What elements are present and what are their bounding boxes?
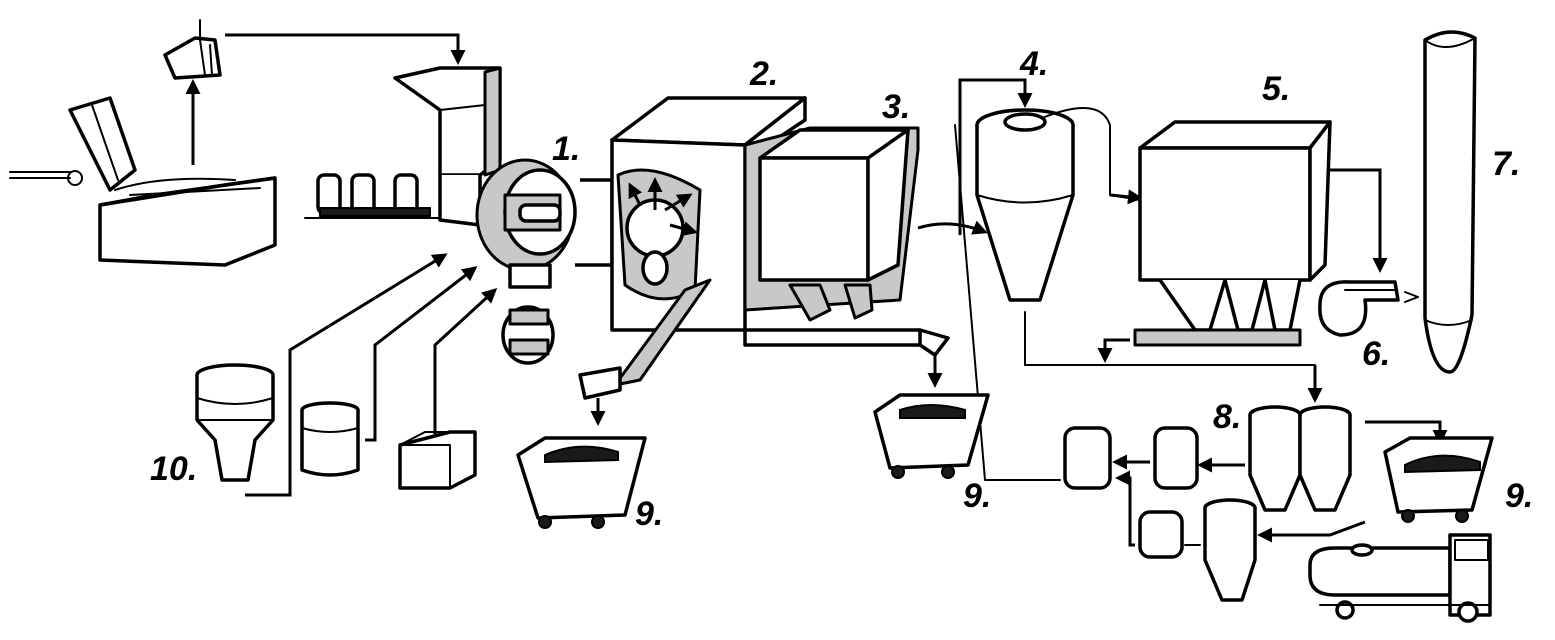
additive-drum [300,401,360,477]
baghouse-filter [1097,120,1388,363]
cooler-to-cyclone-arrow [917,220,988,235]
label-4: 4. [1019,45,1048,83]
label-3: 3. [882,88,910,126]
feed-hopper [9,96,277,267]
burner-assembly [475,158,614,365]
ash-cart-2 [873,393,990,479]
chimney [1423,30,1477,374]
additive-silo [195,363,275,482]
tanker-truck [1308,533,1492,623]
bucket-to-feeder-arrow [225,33,466,65]
dust-silos [1197,405,1448,512]
exhaust-fan [1318,280,1419,337]
label-8: 8. [1213,398,1241,436]
label-10: 10. [150,450,197,488]
feed-conveyor [304,173,441,219]
additive-box [398,430,477,490]
kiln-discharge-chute [578,278,712,426]
label-9b: 9. [963,477,991,515]
label-5: 5. [1262,70,1290,108]
label-1: 1. [552,130,580,168]
ash-cart-3 [1383,436,1494,523]
additive-feed-lines [245,253,498,497]
label-6: 6. [1362,335,1390,373]
label-9c: 9. [1505,477,1533,515]
ash-cart-1 [516,436,647,529]
label-9a: 9. [635,495,663,533]
feeder-chute [393,66,502,227]
grab-bucket [163,19,222,80]
label-7: 7. [1492,145,1520,183]
cyclone [958,78,1143,366]
mixing-tanks [954,124,1366,602]
cooling-chamber [743,126,950,388]
label-2: 2. [749,55,778,93]
